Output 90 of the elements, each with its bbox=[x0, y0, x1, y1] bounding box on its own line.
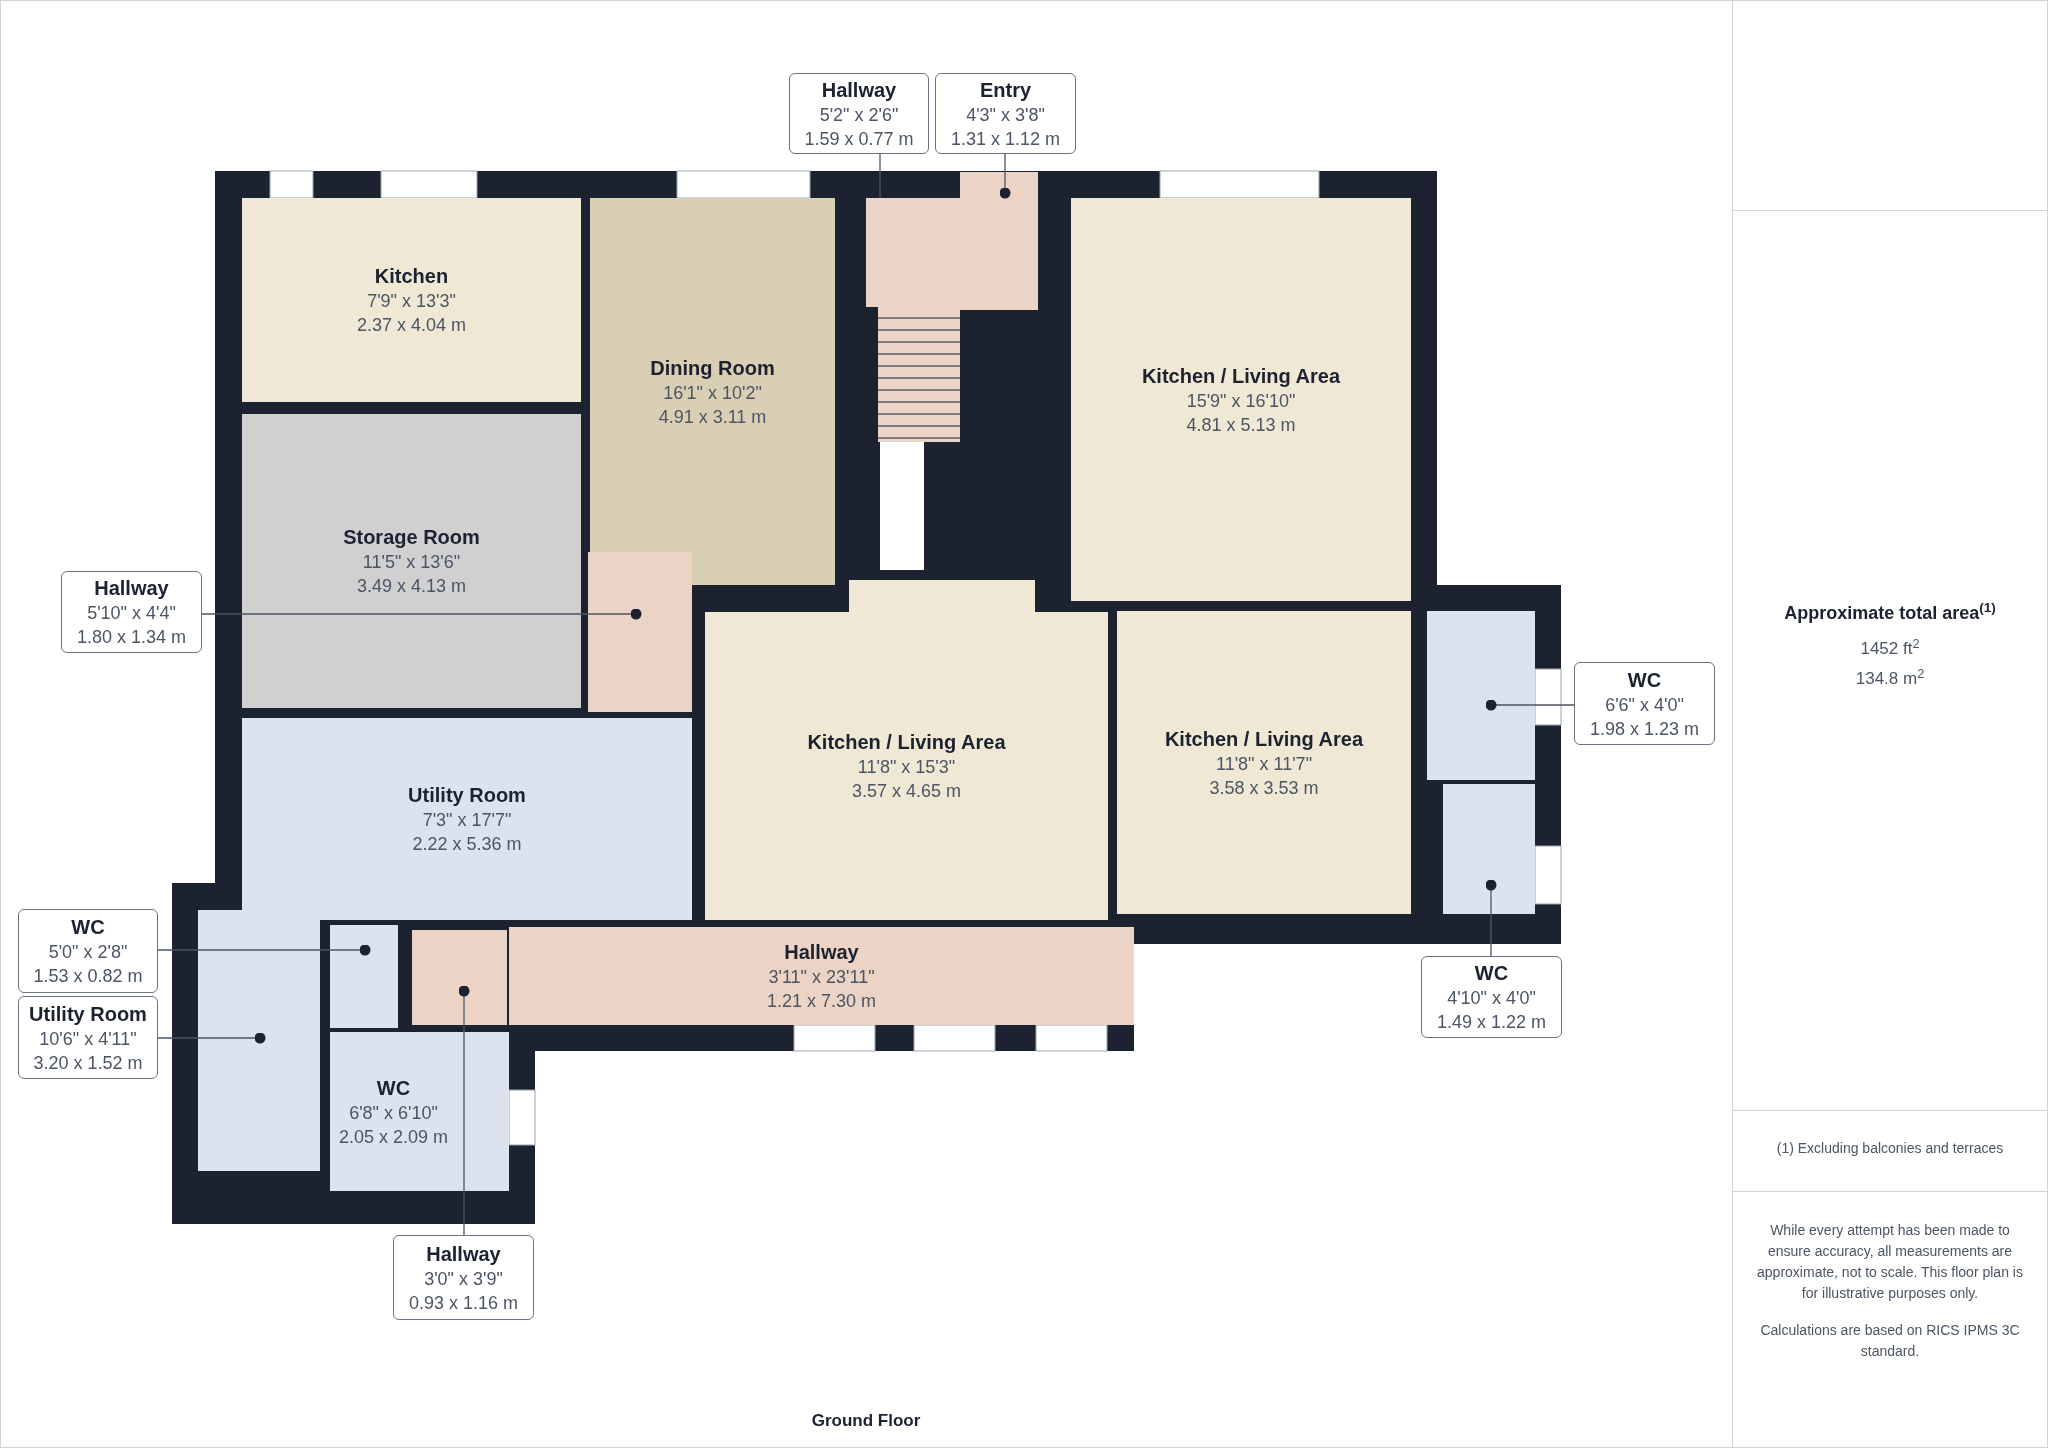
room-area bbox=[330, 925, 398, 1028]
room bbox=[242, 718, 692, 920]
room bbox=[330, 1032, 509, 1191]
room-callout bbox=[1421, 956, 1562, 1038]
room-name: Entry bbox=[979, 77, 1032, 103]
room bbox=[590, 198, 835, 585]
room-dimensions: 6'6" x 4'0" bbox=[1605, 693, 1684, 717]
room-name: Kitchen / Living Area bbox=[1164, 726, 1364, 752]
room-dimensions: 3'11" x 23'11" bbox=[768, 966, 875, 989]
room-dimensions: 15'9" x 16'10" bbox=[1186, 389, 1296, 413]
leader-line bbox=[157, 944, 371, 956]
room-name: Hallway bbox=[784, 940, 859, 965]
room-name: Hallway bbox=[94, 576, 169, 601]
room-dimensions: 4.91 x 3.11 m bbox=[658, 405, 767, 429]
room-area bbox=[1443, 784, 1535, 914]
floor-title: Ground Floor bbox=[810, 1410, 922, 1432]
leader-line bbox=[458, 985, 470, 1236]
room-dimensions: 3'0" x 3'9" bbox=[424, 1267, 503, 1291]
room-name: WC bbox=[1474, 961, 1509, 986]
room-name: Storage Room bbox=[343, 525, 480, 550]
info-text: 134.8 m$^{2}$ bbox=[1854, 666, 1926, 690]
room-callout bbox=[1574, 662, 1715, 745]
leader-line bbox=[879, 153, 881, 199]
room-dimensions: 1.59 x 0.77 m bbox=[804, 127, 914, 151]
room bbox=[1117, 611, 1411, 914]
leader-line bbox=[201, 608, 642, 620]
room-dimensions: 11'5" x 13'6" bbox=[362, 551, 461, 574]
room-dimensions: 1.98 x 1.23 m bbox=[1589, 717, 1700, 741]
room-dimensions: 2.37 x 4.04 m bbox=[356, 314, 467, 337]
room-name: Kitchen bbox=[374, 264, 449, 289]
room-dimensions: 11'8" x 15'3" bbox=[857, 756, 956, 779]
room-name: WC bbox=[376, 1075, 411, 1101]
room-dimensions: 16'1" x 10'2" bbox=[663, 381, 762, 405]
room-dimensions: 4'3" x 3'8" bbox=[966, 103, 1045, 127]
room-dimensions: 5'2" x 2'6" bbox=[819, 103, 899, 127]
room bbox=[242, 198, 581, 402]
leader-line bbox=[157, 1032, 266, 1044]
info-text: Calculations are based on RICS IPMS 3C standard. bbox=[1759, 1321, 2021, 1361]
room-dimensions: 3.49 x 4.13 m bbox=[356, 575, 467, 598]
room-dimensions: 1.49 x 1.22 m bbox=[1436, 1011, 1547, 1034]
room-area bbox=[1427, 611, 1535, 780]
room-name: WC bbox=[71, 915, 105, 940]
info-text: Approximate total area$^{(1)}$ bbox=[1783, 600, 1997, 625]
room-name: WC bbox=[1627, 667, 1662, 693]
room-dimensions: 3.58 x 3.53 m bbox=[1209, 776, 1319, 800]
room-area bbox=[960, 172, 1038, 310]
room-dimensions: 10'6" x 4'11" bbox=[39, 1027, 137, 1051]
room-name: Kitchen / Living Area bbox=[1141, 363, 1341, 389]
room bbox=[1071, 198, 1411, 601]
room-dimensions: 0.93 x 1.16 m bbox=[408, 1291, 519, 1315]
room-dimensions: 5'0" x 2'8" bbox=[48, 941, 128, 964]
room bbox=[509, 927, 1134, 1025]
room-callout bbox=[18, 909, 158, 993]
room bbox=[705, 612, 1108, 920]
room-callout bbox=[393, 1235, 534, 1320]
room-dimensions: 1.80 x 1.34 m bbox=[76, 626, 187, 649]
room-dimensions: 1.31 x 1.12 m bbox=[950, 127, 1061, 151]
room-dimensions: 1.21 x 7.30 m bbox=[766, 990, 877, 1013]
room-dimensions: 7'3" x 17'7" bbox=[422, 809, 512, 832]
room-area bbox=[198, 910, 320, 1171]
room-callout bbox=[935, 73, 1076, 154]
room-dimensions: 4'10" x 4'0" bbox=[1447, 987, 1536, 1010]
room-dimensions: 3.20 x 1.52 m bbox=[33, 1051, 143, 1075]
room-dimensions: 11'8" x 11'7" bbox=[1215, 752, 1312, 776]
room-name: Kitchen / Living Area bbox=[807, 730, 1006, 755]
room-callout bbox=[18, 996, 158, 1079]
info-text: While every attempt has been made to ensure accuracy, all measurements are approximate, not to scale. This floor plan is for illustrative purposes only. bbox=[1756, 1221, 2024, 1303]
leader-line bbox=[1485, 699, 1575, 711]
room-name: Utility Room bbox=[29, 1001, 147, 1027]
room-name: Hallway bbox=[426, 1241, 501, 1267]
room-dimensions: 2.22 x 5.36 m bbox=[412, 833, 522, 856]
room-dimensions: 5'10" x 4'4" bbox=[87, 602, 176, 625]
room-callout bbox=[789, 73, 929, 154]
room-dimensions: 2.05 x 2.09 m bbox=[338, 1125, 449, 1149]
leader-line bbox=[999, 153, 1011, 199]
room bbox=[242, 414, 581, 708]
room-dimensions: 4.81 x 5.13 m bbox=[1186, 413, 1296, 437]
room-callout bbox=[61, 571, 202, 653]
room-area bbox=[588, 552, 692, 712]
leader-line bbox=[1485, 879, 1497, 957]
room-dimensions: 3.57 x 4.65 m bbox=[851, 780, 962, 803]
info-text: 1452 ft$^{2}$ bbox=[1859, 636, 1921, 660]
room-dimensions: 7'9" x 13'3" bbox=[367, 290, 456, 313]
room-dimensions: 6'8" x 6'10" bbox=[349, 1101, 438, 1125]
room-name: Utility Room bbox=[408, 783, 526, 808]
room-name: Hallway bbox=[821, 77, 897, 103]
room-name: Dining Room bbox=[650, 355, 775, 381]
room-dimensions: 1.53 x 0.82 m bbox=[33, 965, 143, 988]
info-text: (1) Excluding balconies and terraces bbox=[1775, 1139, 2005, 1158]
room-area bbox=[412, 930, 507, 1025]
